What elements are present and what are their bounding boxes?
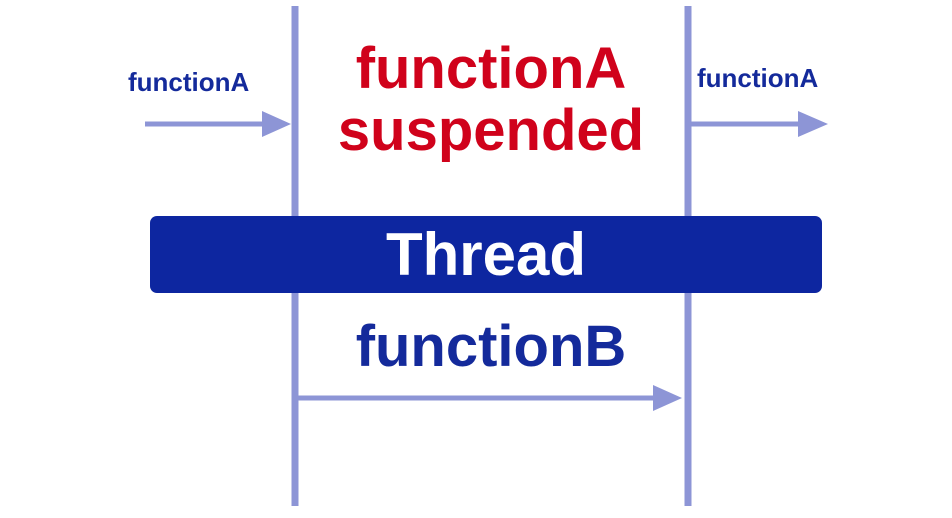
function-b-label: functionB [355, 314, 627, 379]
function-a-call-label: functionA [128, 67, 250, 97]
thread-bar: Thread [150, 216, 822, 293]
incoming-arrowhead [262, 111, 291, 137]
thread-label: Thread [385, 220, 587, 288]
outgoing-arrowhead [798, 111, 828, 137]
suspended-function-name: functionA [355, 36, 627, 101]
function-b-arrowhead [653, 385, 682, 411]
suspended-word: suspended [337, 98, 645, 163]
function-a-resume-label: functionA [697, 63, 819, 93]
suspended-status-text: functionA suspended [300, 38, 682, 162]
